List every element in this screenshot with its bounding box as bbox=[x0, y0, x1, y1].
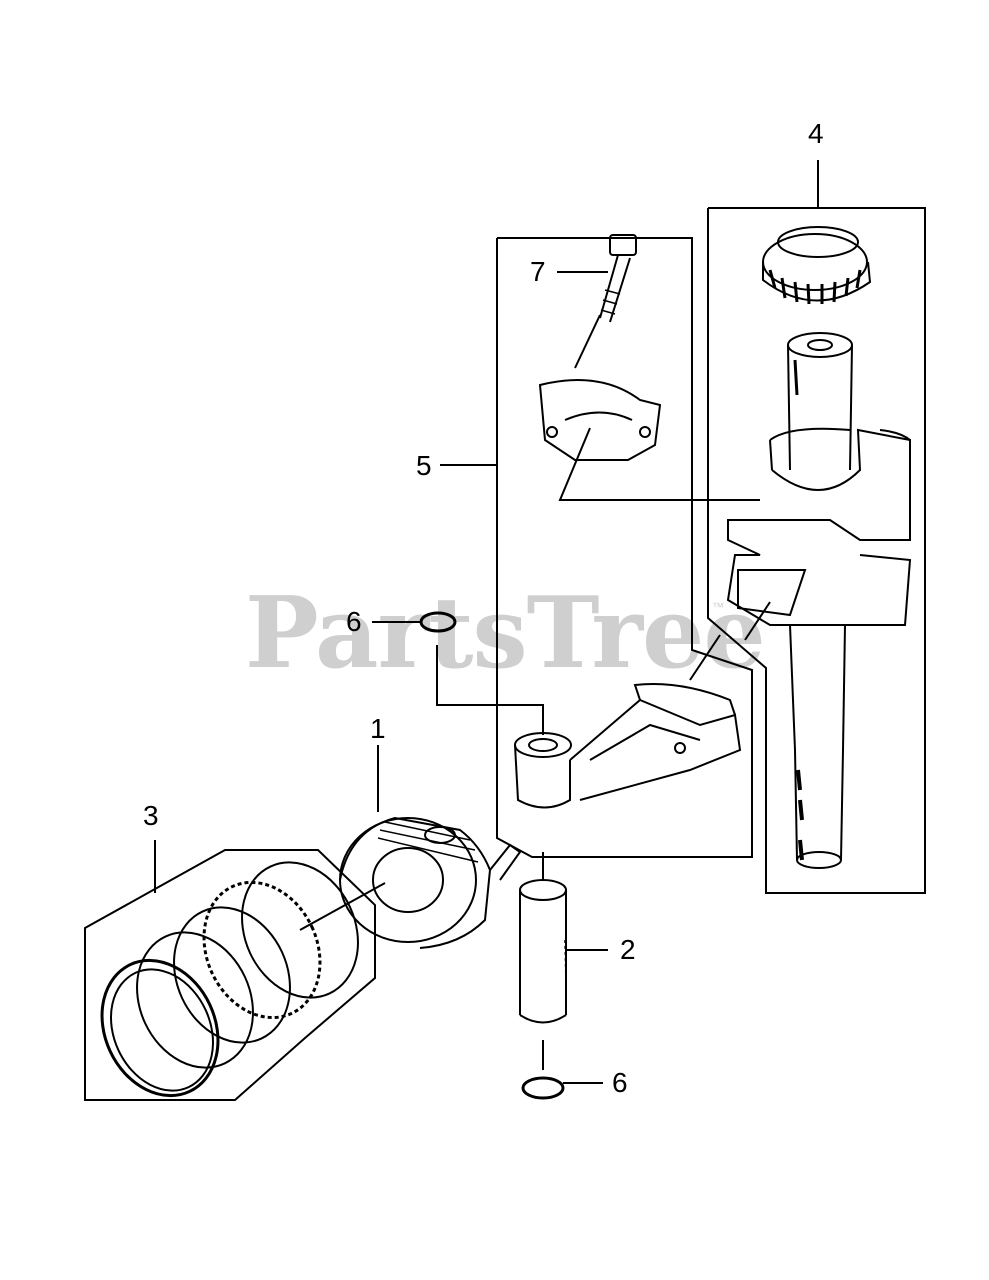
rod-cap bbox=[538, 379, 662, 461]
leader-piston-rings bbox=[299, 882, 386, 931]
callout-6-top: 6 bbox=[346, 606, 362, 637]
callout-7: 7 bbox=[530, 256, 546, 287]
leader-rod-crank-2 bbox=[744, 601, 771, 641]
leader-7-bolt-axis bbox=[574, 314, 601, 369]
crankshaft bbox=[726, 332, 912, 869]
leader-cap-to-crank bbox=[558, 427, 760, 501]
circlip-bottom bbox=[521, 1076, 565, 1100]
callout-4: 4 bbox=[808, 118, 824, 149]
callout-3: 3 bbox=[143, 800, 159, 831]
watermark-trademark: ™ bbox=[712, 600, 724, 614]
circlip-top bbox=[419, 611, 457, 633]
leader-6a-down bbox=[436, 645, 544, 735]
connecting-rod bbox=[514, 683, 742, 809]
watermark-text: PartsTree bbox=[245, 576, 766, 691]
crankshaft-group-box bbox=[707, 207, 926, 894]
bolt bbox=[599, 234, 637, 323]
conrod-group-box bbox=[496, 237, 753, 858]
crank-gear bbox=[762, 226, 872, 305]
leader-rod-crank bbox=[689, 634, 721, 681]
callout-6-bottom: 6 bbox=[612, 1067, 628, 1098]
piston bbox=[339, 816, 522, 949]
callout-2: 2 bbox=[620, 934, 636, 965]
callout-1: 1 bbox=[370, 713, 386, 744]
piston-rings bbox=[100, 861, 359, 1098]
callout-5: 5 bbox=[416, 450, 432, 481]
piston-pin bbox=[519, 879, 567, 1024]
piston-rings-group-box bbox=[84, 849, 376, 1101]
